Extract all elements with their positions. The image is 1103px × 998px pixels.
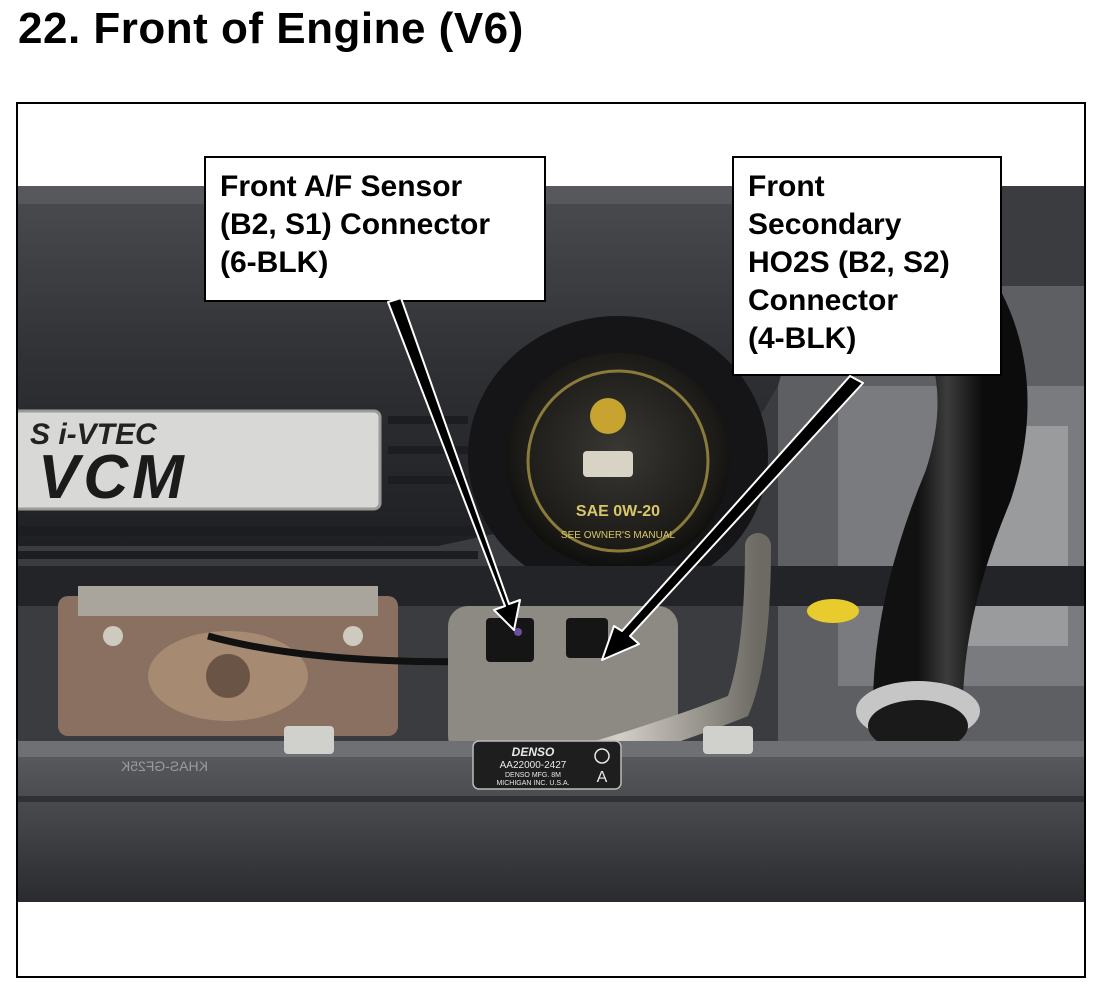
- figure-frame: S i-VTEC VCM SAE 0W-20 SEE OWNER'S MANUA…: [16, 102, 1086, 978]
- callout-line: HO2S (B2, S2): [748, 246, 950, 279]
- callout-front-af-sensor: Front A/F Sensor (B2, S1) Connector (6-B…: [204, 156, 546, 302]
- cover-mark: KHAS-GF25K: [120, 758, 208, 774]
- callout-line: Front A/F Sensor: [220, 170, 463, 203]
- badge-vcm: VCM: [38, 443, 188, 512]
- callout-line: (6-BLK): [220, 246, 329, 279]
- denso-line4: MICHIGAN INC. U.S.A.: [496, 780, 569, 787]
- callout-front-secondary-ho2s: Front Secondary HO2S (B2, S2) Connector …: [732, 156, 1002, 376]
- callout-line: Connector: [748, 284, 898, 317]
- oil-cap-bottom-text: SEE OWNER'S MANUAL: [561, 530, 676, 541]
- denso-line3: DENSO MFG. 8M: [505, 772, 561, 779]
- denso-code: A: [597, 769, 608, 786]
- oil-cap-viscosity: SAE 0W-20: [576, 503, 660, 520]
- callout-line: (B2, S1) Connector: [220, 208, 491, 241]
- page-title: 22. Front of Engine (V6): [18, 4, 524, 53]
- callout-line: (4-BLK): [748, 322, 857, 355]
- callout-line: Secondary: [748, 208, 902, 241]
- badge-ivtec: S i-VTEC: [30, 418, 158, 451]
- callout-line: Front: [748, 170, 825, 203]
- denso-part: AA22000-2427: [500, 760, 567, 771]
- denso-brand: DENSO: [512, 745, 555, 759]
